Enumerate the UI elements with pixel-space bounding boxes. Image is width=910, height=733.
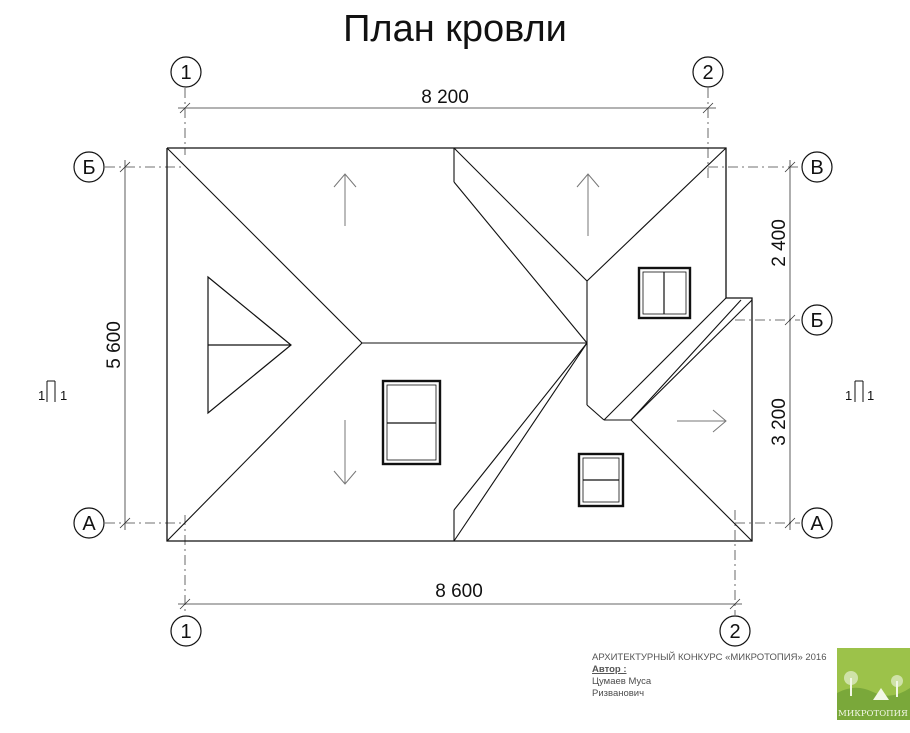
- skylights: [381, 266, 692, 508]
- microtopia-logo: МИКРОТОПИЯ: [837, 648, 910, 720]
- section-mark-label: 1: [60, 388, 67, 403]
- axis-label-a: А: [82, 513, 96, 535]
- dim-tick: [179, 598, 191, 610]
- axis-bubble-v-right: [801, 151, 833, 183]
- slope-arrow-icon: [677, 409, 727, 433]
- axis-bubble-b-right: [801, 304, 833, 336]
- dim-tick: [119, 517, 131, 529]
- dim-tick: [179, 102, 191, 114]
- axis-bubble-a-left: [73, 507, 105, 539]
- axis-label-1: 1: [180, 62, 191, 84]
- dim-label-right-upper: 2 400: [769, 219, 790, 267]
- dimension-lines: [119, 102, 796, 610]
- dimension-labels: 8 200 8 600 5 600 2 400 3 200: [104, 87, 790, 602]
- axis-bubble-2-bottom: [719, 615, 751, 647]
- section-mark-right: [854, 380, 864, 402]
- axis-label-b: Б: [82, 157, 95, 179]
- dim-tick: [119, 161, 131, 173]
- axis-labels: 1 2 1 2 Б А В Б А: [82, 62, 824, 643]
- axis-lines: [105, 88, 800, 615]
- axis-bubbles: [73, 56, 833, 647]
- dim-label-top: 8 200: [421, 87, 469, 108]
- hip-line: [630, 299, 753, 421]
- slope-arrow-icon: [576, 173, 600, 236]
- hip-line: [166, 147, 363, 344]
- valley-line: [453, 342, 588, 542]
- valley-line: [603, 297, 727, 421]
- hip-line: [586, 147, 727, 282]
- axis-label-b: Б: [810, 310, 823, 332]
- hip-line: [630, 419, 753, 542]
- dim-tick: [784, 314, 796, 326]
- section-mark-label: 1: [38, 388, 45, 403]
- dim-label-left: 5 600: [104, 321, 125, 369]
- credits-block: АРХИТЕКТУРНЫЙ КОНКУРС «МИКРОТОПИЯ» 2016 …: [592, 652, 837, 700]
- axis-label-2: 2: [729, 621, 740, 643]
- slope-arrows: [333, 173, 727, 485]
- axis-bubble-b-left: [73, 151, 105, 183]
- dormer: [207, 275, 292, 415]
- axis-label-v: В: [810, 157, 823, 179]
- axis-bubble-2-top: [692, 56, 724, 88]
- logo-text: МИКРОТОПИЯ: [838, 709, 908, 719]
- section-mark-left: [46, 380, 56, 402]
- hip-line: [166, 342, 363, 542]
- axis-bubble-a-right: [801, 507, 833, 539]
- axis-label-1: 1: [180, 621, 191, 643]
- slope-arrow-icon: [333, 420, 357, 485]
- dim-label-right-lower: 3 200: [769, 398, 790, 446]
- axis-bubble-1-top: [170, 56, 202, 88]
- skylight-2: [637, 266, 692, 320]
- author-name-line1: Цумаев Муса: [592, 676, 652, 687]
- skylight-3: [577, 452, 625, 508]
- page-title: План кровли: [343, 8, 567, 50]
- roof-lines: [166, 147, 753, 542]
- dim-tick: [729, 598, 741, 610]
- axis-label-a: А: [810, 513, 824, 535]
- dim-tick: [784, 161, 796, 173]
- section-mark-label: 1: [845, 388, 852, 403]
- skylight-1: [381, 379, 442, 466]
- valley-line: [453, 181, 588, 344]
- valley-line: [453, 147, 588, 282]
- valley-line: [453, 342, 588, 511]
- valley-line: [630, 299, 742, 421]
- dim-tick: [784, 517, 796, 529]
- slope-arrow-icon: [333, 173, 357, 226]
- author-name-line2: Ризванович: [592, 688, 645, 699]
- axis-bubble-1-bottom: [170, 615, 202, 647]
- dim-label-bottom: 8 600: [435, 581, 483, 602]
- ridge-line: [586, 404, 605, 421]
- author-label: Автор :: [592, 664, 627, 675]
- axis-label-2: 2: [702, 62, 713, 84]
- dim-tick: [702, 102, 714, 114]
- section-mark-label: 1: [867, 388, 874, 403]
- competition-name: АРХИТЕКТУРНЫЙ КОНКУРС «МИКРОТОПИЯ» 2016: [592, 652, 827, 663]
